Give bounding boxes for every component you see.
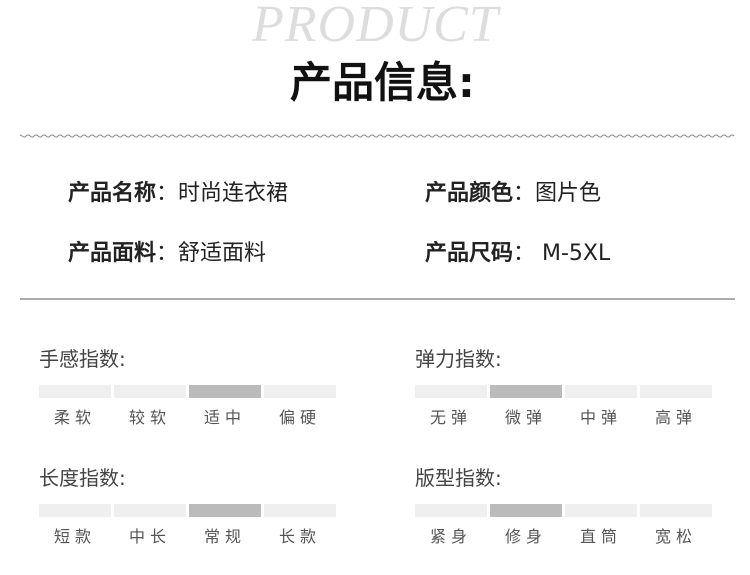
length-index-title: 长度指数: [39,466,126,490]
elasticity-index-labels: 无弹 微弹 中弹 高弹 [415,404,712,428]
scale-label: 紧身 [429,527,472,546]
watermark-text: PRODUCT [252,0,499,53]
scale-label: 短款 [53,527,96,546]
scale-segment [114,504,186,517]
length-index-scale [39,504,336,517]
scale-segment [264,504,336,517]
wavy-divider [20,134,735,138]
info-color: 产品颜色：图片色 [425,181,602,206]
scale-segment [39,504,111,517]
scale-label: 修身 [504,527,547,546]
scale-label: 较软 [128,408,171,427]
scale-label: 高弹 [654,408,697,427]
scale-segment [114,385,186,398]
scale-segment-selected [189,504,261,517]
info-name: 产品名称：时尚连衣裙 [68,181,289,206]
scale-label: 直筒 [579,527,622,546]
scale-label: 常规 [203,527,246,546]
scale-label: 偏硬 [278,408,321,427]
scale-label: 长款 [278,527,321,546]
scale-segment-selected [490,504,562,517]
fit-index-labels: 紧身 修身 直筒 宽松 [415,523,712,547]
elasticity-index-scale [415,385,712,398]
scale-segment-selected [490,385,562,398]
scale-segment [640,504,712,517]
hand-feel-index-labels: 柔软 较软 适中 偏硬 [39,404,336,428]
scale-label: 中长 [128,527,171,546]
scale-label: 无弹 [429,408,472,427]
hand-feel-index-scale [39,385,336,398]
scale-label: 柔软 [53,408,96,427]
scale-segment [39,385,111,398]
scale-segment [640,385,712,398]
page-title: 产品信息: [290,58,475,107]
length-index-labels: 短款 中长 常规 长款 [39,523,336,547]
divider [20,298,735,300]
info-fabric: 产品面料：舒适面料 [68,241,267,266]
scale-segment [415,504,487,517]
scale-segment [565,385,637,398]
scale-label: 适中 [203,408,246,427]
fit-index-scale [415,504,712,517]
scale-label: 宽松 [654,527,697,546]
scale-segment [264,385,336,398]
scale-label: 中弹 [579,408,622,427]
scale-segment [415,385,487,398]
scale-segment [565,504,637,517]
scale-label: 微弹 [504,408,547,427]
fit-index-title: 版型指数: [415,466,502,490]
elasticity-index-title: 弹力指数: [415,347,502,371]
info-size: 产品尺码： M-5XL [425,241,611,266]
scale-segment-selected [189,385,261,398]
hand-feel-index-title: 手感指数: [39,347,126,371]
